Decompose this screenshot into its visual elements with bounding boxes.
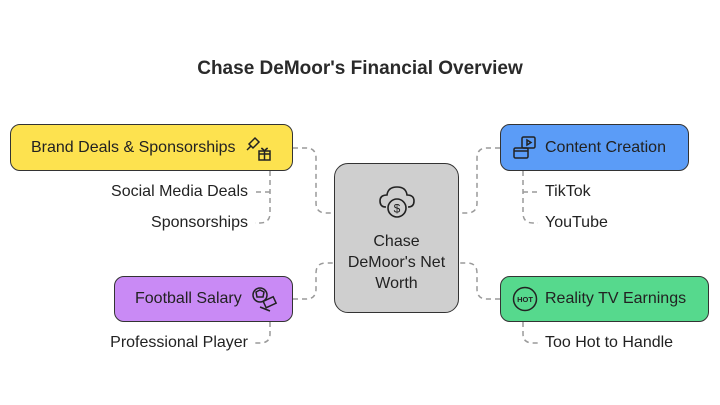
connector-football-leaf [255,322,271,344]
branch-reality-label: Reality TV Earnings [545,290,687,307]
pin-gift-icon [244,134,274,162]
connector-brand [293,147,334,214]
center-node: $ Chase DeMoor's Net Worth [334,163,459,313]
leaf-too-hot-to-handle: Too Hot to Handle [545,334,674,351]
leaf-professional-player: Professional Player [110,334,248,351]
connector-reality-leaf [522,322,538,344]
diagram-title: Chase DeMoor's Financial Overview [197,58,523,79]
branch-content-creation: Content Creation [500,124,689,171]
leaf-youtube: YouTube [545,214,608,231]
connector-reality [459,262,500,300]
svg-text:$: $ [393,201,400,215]
connector-football [293,262,334,300]
hot-badge-text: HOT [517,295,533,304]
branch-football-label: Football Salary [135,290,242,307]
connector-content-leaves [522,171,538,224]
video-wallet-icon [511,134,539,162]
branch-reality-tv: HOT Reality TV Earnings [500,276,709,322]
branch-football-salary: Football Salary [114,276,293,322]
connector-content [459,147,500,214]
center-label: Chase DeMoor's Net Worth [347,232,446,292]
cloud-dollar-icon: $ [377,183,417,227]
football-money-icon [250,285,278,313]
branch-brand-label: Brand Deals & Sponsorships [31,138,236,156]
branch-content-label: Content Creation [545,138,666,156]
leaf-sponsorships: Sponsorships [151,214,248,231]
leaf-tiktok: TikTok [545,183,591,200]
branch-brand-deals: Brand Deals & Sponsorships [10,124,293,171]
leaf-social-media-deals: Social Media Deals [111,183,248,200]
connector-brand-leaves [255,171,271,224]
hot-badge-icon: HOT [511,285,539,313]
